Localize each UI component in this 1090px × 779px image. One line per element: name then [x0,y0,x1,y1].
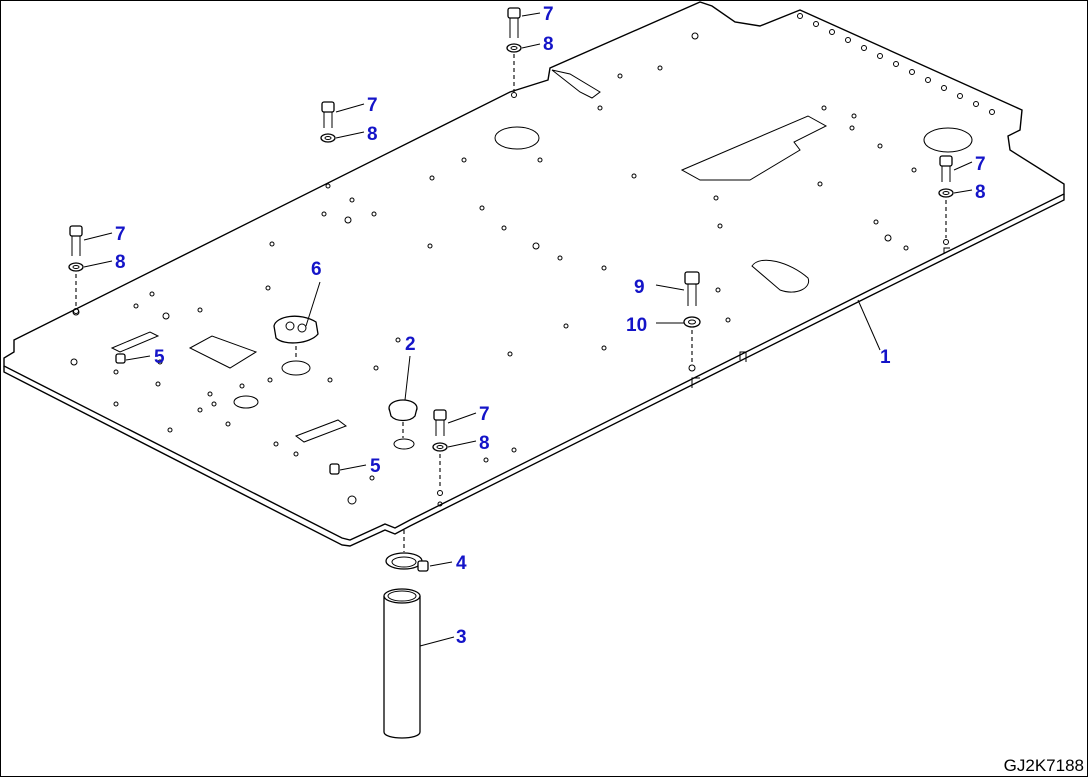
pipe-3 [383,588,421,739]
callout-7: 7 [975,154,986,175]
callout-8: 8 [479,433,490,454]
callout-5: 5 [370,456,381,477]
floor-plate [3,1,1065,547]
callout-4: 4 [456,553,467,574]
callout-3: 3 [456,627,467,648]
bolt-set-right [938,155,954,245]
edge-holes [797,13,995,115]
callout-8: 8 [543,34,554,55]
callout-7: 7 [115,224,126,245]
callout-7: 7 [543,4,554,25]
leader-lines [83,12,973,647]
callout-1: 1 [880,347,891,368]
bolt-set-upper-left [320,101,336,143]
callout-8: 8 [975,182,986,203]
callout-5: 5 [154,347,165,368]
small-holes [70,32,917,507]
grommet-6 [273,315,319,360]
callout-7: 7 [479,404,490,425]
callouts: 7 8 7 8 7 8 7 8 6 5 2 9 10 1 7 8 5 4 3 [115,4,986,648]
clamp-4 [385,530,429,572]
figure-code: GJ2K7188 [1003,756,1084,775]
callout-2: 2 [405,334,416,355]
bolt-set-left [68,225,84,314]
fitting-5-left [115,353,126,364]
callout-9: 9 [634,277,645,298]
callout-8: 8 [367,124,378,145]
plug-2 [388,399,418,450]
callout-8: 8 [115,252,126,273]
fitting-5-center [329,463,340,475]
callout-6: 6 [311,259,322,280]
bolt-9-washer-10 [683,271,701,372]
bolt-set-top [506,7,522,98]
callout-7: 7 [367,95,378,116]
callout-10: 10 [626,315,647,336]
bolt-set-center [432,409,448,496]
